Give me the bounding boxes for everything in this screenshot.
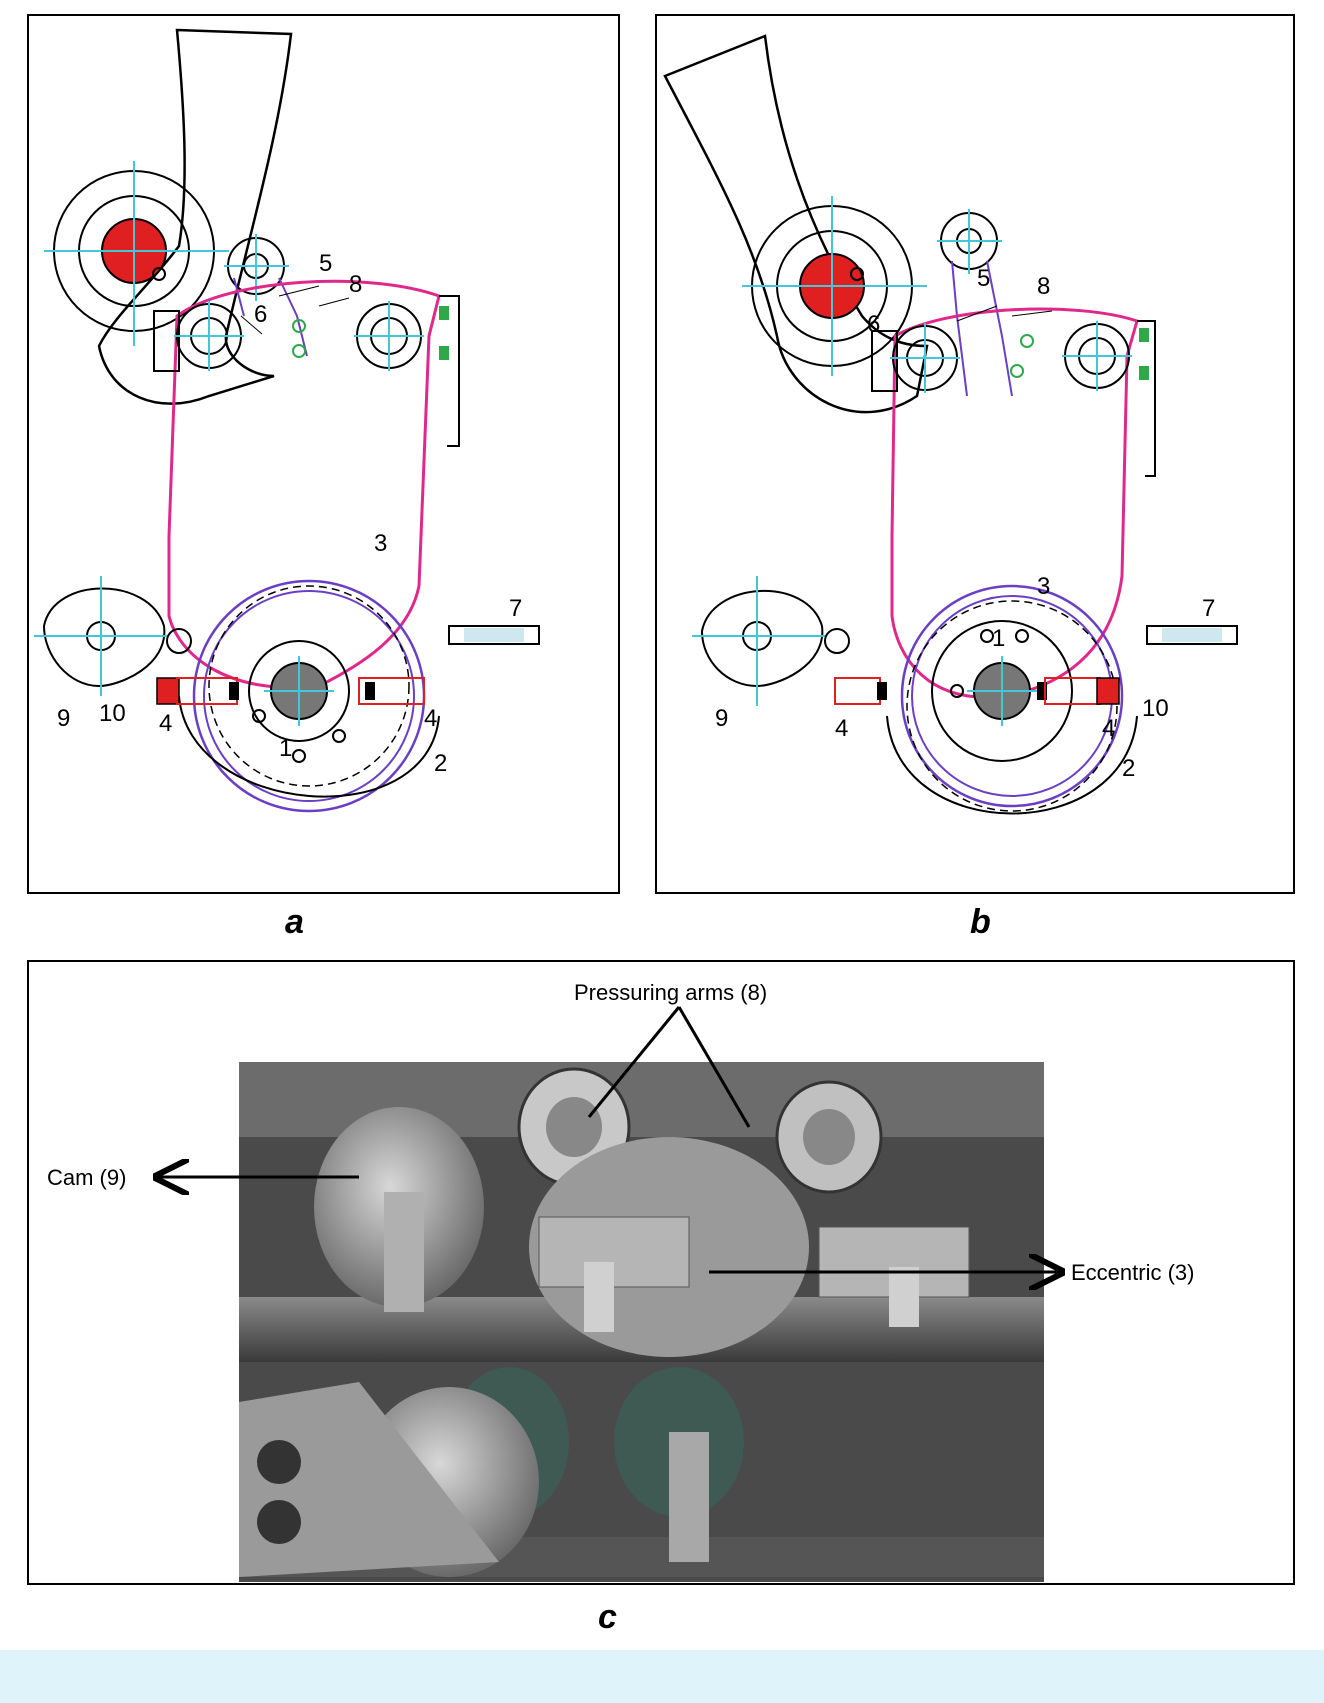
- arm-6: [663, 34, 929, 414]
- hub: [931, 620, 1073, 762]
- cam-9: [700, 589, 824, 688]
- disk-2: [178, 695, 440, 798]
- b-label-10: 10: [1142, 695, 1169, 722]
- bottom-caption-band: [0, 1650, 1324, 1703]
- b-label-6: 6: [867, 311, 880, 338]
- eccentric-purple-outer: [900, 584, 1124, 808]
- a-label-8: 8: [349, 271, 362, 298]
- pin-7: [448, 625, 540, 645]
- panel-b-drawing: 6 5 8 3 7 1 2 4 4 9 10: [663, 34, 1238, 815]
- cam-9: [42, 587, 166, 688]
- cam-label: Cam (9): [47, 1165, 126, 1190]
- housing-magenta: [167, 279, 441, 689]
- panel-a: 6 5 8 3 7 1 2 4 4 9 10: [27, 14, 620, 894]
- a-label-4-right: 4: [424, 705, 437, 732]
- pressuring-arm-line-left: [587, 1006, 681, 1118]
- panel-c-label: c: [598, 1598, 617, 1636]
- eccentric-label: Eccentric (3): [1071, 1260, 1194, 1285]
- panel-c-drawing: Pressuring arms (8) Cam (9) Eccentric (3…: [47, 980, 1194, 1582]
- panel-a-drawing: 6 5 8 3 7 1 2 4 4 9 10: [34, 28, 540, 813]
- block-10-left: [156, 677, 180, 705]
- b-label-4-right: 4: [1102, 715, 1115, 742]
- arm-6: [97, 28, 293, 405]
- b-label-4-left: 4: [835, 715, 848, 742]
- b-label-5: 5: [977, 265, 990, 292]
- panel-a-label: a: [285, 903, 304, 941]
- panel-b: 6 5 8 3 7 1 2 4 4 9 10: [655, 14, 1295, 894]
- pin-7: [1146, 625, 1238, 645]
- a-label-5: 5: [319, 250, 332, 277]
- b-label-8: 8: [1037, 273, 1050, 300]
- panel-c: Pressuring arms (8) Cam (9) Eccentric (3…: [27, 960, 1295, 1585]
- a-label-2: 2: [434, 750, 447, 777]
- block-10-right: [1096, 677, 1120, 705]
- a-label-9: 9: [57, 705, 70, 732]
- panel-b-label: b: [970, 903, 991, 941]
- pressuring-arm-line-right: [677, 1006, 751, 1128]
- hub: [248, 640, 350, 742]
- a-label-7: 7: [509, 595, 522, 622]
- b-label-1: 1: [992, 625, 1005, 652]
- a-label-3: 3: [374, 530, 387, 557]
- b-label-7: 7: [1202, 595, 1215, 622]
- a-label-6: 6: [254, 301, 267, 328]
- b-label-9: 9: [715, 705, 728, 732]
- pressuring-arms-label: Pressuring arms (8): [574, 980, 767, 1005]
- a-label-1: 1: [279, 735, 292, 762]
- a-label-4-left: 4: [159, 710, 172, 737]
- b-label-2: 2: [1122, 755, 1135, 782]
- a-label-10: 10: [99, 700, 126, 727]
- disk-2: [886, 715, 1138, 815]
- b-label-3: 3: [1037, 573, 1050, 600]
- link-5: [233, 277, 308, 357]
